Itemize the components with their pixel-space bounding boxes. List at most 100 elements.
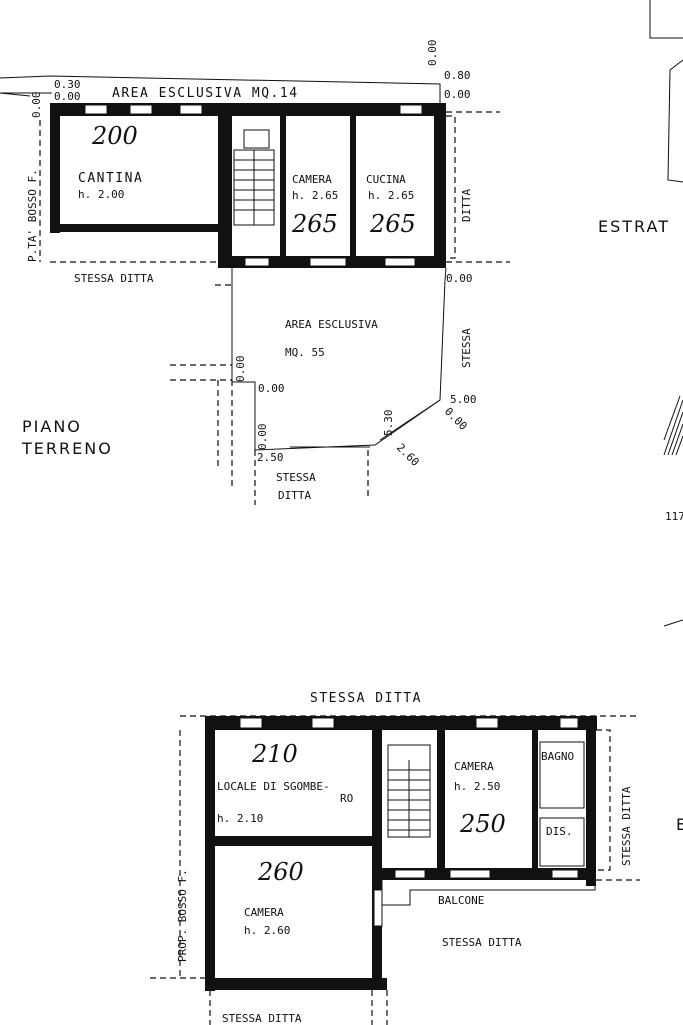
courtyard-outline	[231, 267, 447, 451]
window	[84, 104, 108, 115]
floor-title-line2: TERRENO	[21, 439, 113, 458]
side-letter: E	[676, 815, 683, 834]
locale-name-line1: LOCALE DI SGOMBE-	[217, 780, 330, 793]
partition-wall	[437, 730, 445, 870]
camera-height: h. 2.65	[292, 189, 338, 202]
cucina-handwritten-height: 265	[369, 210, 416, 238]
left-neighbor-label: P.TA' BOSSO F.	[26, 169, 39, 262]
door-opening	[449, 869, 491, 879]
cucina-name: CUCINA	[366, 173, 406, 186]
cantina-name: CANTINA	[78, 171, 143, 186]
dim-line	[379, 399, 441, 441]
locale-name-line2: RO	[340, 792, 353, 805]
bottom-neighbor-line1: STESSA	[276, 471, 316, 484]
stair-west-wall	[372, 730, 382, 990]
cantina-south-wall	[50, 224, 222, 232]
courtyard-name: AREA ESCLUSIVA	[285, 318, 378, 331]
dim-label: 2.50	[257, 451, 284, 464]
north-wall	[50, 103, 445, 116]
dim-label: 0.00	[234, 356, 247, 383]
balcone-label: BALCONE	[438, 894, 484, 907]
door-opening	[384, 257, 416, 267]
window	[239, 717, 263, 729]
window	[311, 717, 335, 729]
dim-label: 0.30	[54, 78, 81, 91]
window	[475, 717, 499, 729]
fragment-outline	[667, 59, 683, 183]
partition-wall	[280, 116, 286, 258]
door-opening	[244, 257, 270, 267]
boundary-dashed	[446, 115, 456, 259]
camera-b-height: h. 2.60	[244, 924, 290, 937]
internal-wall	[205, 836, 375, 846]
dim-label: 0.00	[54, 90, 81, 103]
window	[399, 104, 423, 115]
north-wall	[205, 716, 597, 730]
courtyard-right-label: STESSA	[460, 328, 473, 368]
side-fragments: ESTRAT 117 E	[598, 0, 683, 834]
stair-west-wall	[218, 103, 232, 268]
staircase	[387, 744, 431, 838]
hatched-block	[663, 395, 683, 456]
right-neighbor-label: DITTA	[460, 189, 473, 222]
area-esclusiva-top-label: AREA ESCLUSIVA MQ.14	[112, 86, 299, 101]
door-opening	[551, 869, 579, 879]
west-wall	[205, 716, 215, 991]
dim-label: 0.00	[426, 40, 439, 67]
bagno-label: BAGNO	[541, 750, 574, 763]
dim-label: 0.00	[446, 272, 473, 285]
locale-handwritten-height: 210	[251, 740, 298, 768]
door-opening	[394, 869, 426, 879]
partition-wall	[350, 116, 356, 258]
fragment-outline	[649, 0, 683, 39]
camera-handwritten-height: 265	[291, 210, 338, 238]
east-wall	[434, 103, 446, 268]
dim-label: 0.00	[256, 424, 269, 451]
dim-label: 0.00	[258, 382, 285, 395]
window	[129, 104, 153, 115]
fragment-line	[663, 619, 683, 627]
closet-partition	[539, 817, 585, 867]
dim-label: 5.30	[382, 410, 395, 437]
south-wall	[205, 978, 387, 990]
right-lower-neighbor-label: STESSA DITTA	[442, 936, 522, 949]
camera-a-name: CAMERA	[454, 760, 494, 773]
balcony-outline	[381, 880, 596, 906]
dim-label: 0.00	[444, 88, 471, 101]
locale-height: h. 2.10	[217, 812, 263, 825]
bottom-neighbor-line2: DITTA	[278, 489, 311, 502]
east-wall	[586, 716, 596, 886]
dim-label: 2.60	[394, 441, 422, 469]
cantina-west-wall	[50, 103, 60, 233]
dim-label: 0.00	[30, 92, 43, 119]
top-neighbor-label: STESSA DITTA	[310, 691, 422, 706]
camera-name: CAMERA	[292, 173, 332, 186]
boundary-dashed	[596, 729, 611, 871]
cantina-height: h. 2.00	[78, 188, 124, 201]
camera-b-handwritten-height: 260	[257, 858, 304, 886]
estrat-label: ESTRAT	[598, 217, 670, 236]
camera-a-handwritten-height: 250	[459, 810, 506, 838]
dim-label: 5.00	[450, 393, 477, 406]
ground-floor-plan: AREA ESCLUSIVA MQ.14 200 CANTINA h. 2.00…	[0, 40, 510, 505]
camera-b-name: CAMERA	[244, 906, 284, 919]
dim-label: 0.80	[444, 69, 471, 82]
dis-label: DIS.	[546, 825, 573, 838]
courtyard-size: MQ. 55	[285, 346, 325, 359]
cucina-height: h. 2.65	[368, 189, 414, 202]
first-floor-plan: STESSA DITTA 210 LOCALE DI SGOMBE- RO h.…	[150, 691, 640, 1025]
door-opening	[309, 257, 347, 267]
area-top-boundary	[0, 75, 441, 103]
south-neighbor-label: STESSA DITTA	[74, 272, 154, 285]
window	[559, 717, 579, 729]
staircase	[233, 129, 275, 226]
camera-a-height: h. 2.50	[454, 780, 500, 793]
cantina-handwritten-height: 200	[91, 122, 138, 150]
left-neighbor-label: PROP. BOSSO F.	[176, 869, 189, 962]
dim-label: 0.00	[442, 405, 470, 433]
side-number: 117	[665, 510, 683, 523]
bathroom-partition	[539, 741, 585, 809]
door-opening	[373, 889, 383, 927]
floor-title-line1: PIANO	[22, 417, 82, 436]
